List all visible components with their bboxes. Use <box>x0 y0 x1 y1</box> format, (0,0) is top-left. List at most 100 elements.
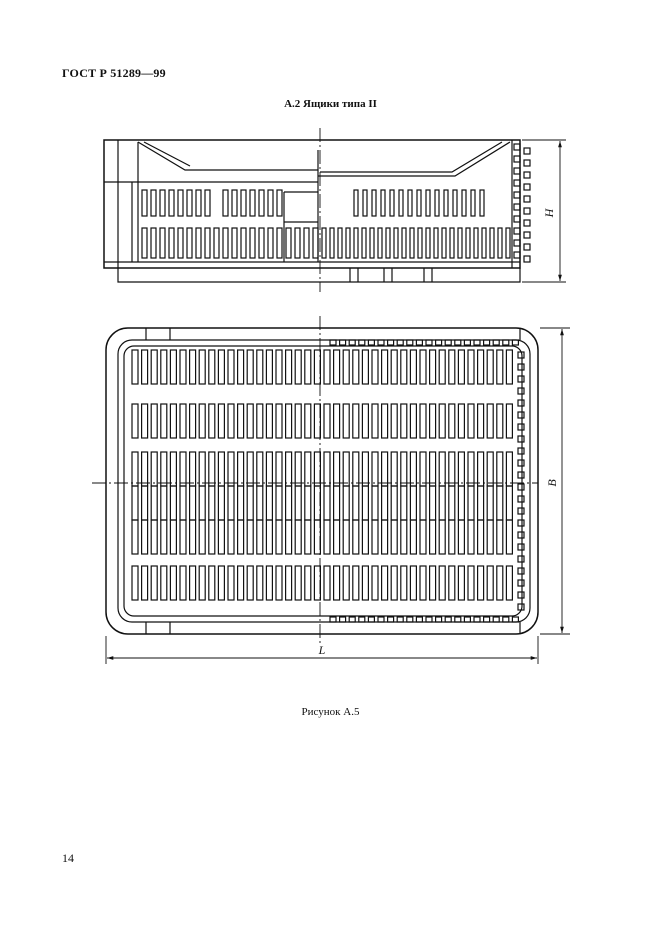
side-slot <box>443 189 449 217</box>
rim-rib <box>367 616 375 623</box>
rim-rib <box>473 339 481 346</box>
floor-slot <box>237 519 245 555</box>
floor-slot <box>496 485 504 521</box>
rim-rib <box>406 616 414 623</box>
floor-slot <box>160 565 168 601</box>
side-slot <box>249 189 256 217</box>
rim-rib <box>339 339 347 346</box>
floor-slot <box>486 519 494 555</box>
floor-slot <box>457 349 465 385</box>
side-slot <box>434 189 440 217</box>
rim-rib <box>517 591 525 599</box>
width-dimension <box>540 327 570 635</box>
floor-slot <box>131 485 139 521</box>
floor-slot <box>198 451 206 487</box>
side-slot <box>371 189 377 217</box>
floor-slot <box>304 565 312 601</box>
rim-rib <box>454 339 462 346</box>
floor-slot <box>141 565 149 601</box>
floor-slot <box>496 565 504 601</box>
side-slot <box>425 189 431 217</box>
floor-slot <box>304 519 312 555</box>
side-slot <box>222 189 229 217</box>
floor-slot <box>275 349 283 385</box>
rim-rib <box>517 423 525 431</box>
rim-rib <box>517 399 525 407</box>
side-slot <box>204 189 211 217</box>
floor-slot <box>496 519 504 555</box>
side-slot <box>195 189 202 217</box>
rim-rib <box>517 351 525 359</box>
rim-rib <box>517 435 525 443</box>
floor-slot <box>256 565 264 601</box>
side-slot <box>240 189 247 217</box>
side-slot <box>461 189 467 217</box>
floor-slot <box>371 403 379 439</box>
side-slot <box>222 227 229 259</box>
floor-slot <box>361 565 369 601</box>
side-slot <box>393 227 399 259</box>
floor-slot <box>333 485 341 521</box>
floor-slot <box>285 565 293 601</box>
floor-slot <box>361 349 369 385</box>
floor-slot <box>400 565 408 601</box>
floor-slot <box>361 519 369 555</box>
rim-rib <box>523 195 531 203</box>
floor-slot <box>275 403 283 439</box>
side-slot <box>505 227 511 259</box>
rim-rib <box>396 339 404 346</box>
floor-slot <box>419 519 427 555</box>
floor-slot <box>457 451 465 487</box>
rim-rib <box>517 555 525 563</box>
floor-slot <box>237 349 245 385</box>
floor-slot <box>429 403 437 439</box>
rim-rib <box>502 616 510 623</box>
floor-slot <box>256 451 264 487</box>
side-slot <box>249 227 256 259</box>
side-slot <box>285 227 292 259</box>
rim-rib <box>523 231 531 239</box>
floor-slot <box>467 349 475 385</box>
floor-slot <box>294 485 302 521</box>
floor-slot <box>227 349 235 385</box>
floor-slot <box>409 519 417 555</box>
rim-rib <box>377 339 385 346</box>
floor-slot <box>256 403 264 439</box>
figure-caption: Рисунок А.5 <box>301 706 360 718</box>
floor-slot <box>160 519 168 555</box>
side-slot <box>204 227 211 259</box>
side-slot <box>258 189 265 217</box>
side-slot <box>141 189 148 217</box>
rim-rib <box>513 215 521 223</box>
side-slot <box>385 227 391 259</box>
floor-slot <box>505 349 513 385</box>
side-slot <box>398 189 404 217</box>
side-slot <box>168 227 175 259</box>
side-slot <box>177 227 184 259</box>
side-slot <box>473 227 479 259</box>
floor-slot <box>333 451 341 487</box>
side-slot <box>457 227 463 259</box>
floor-slot <box>304 349 312 385</box>
floor-slot <box>313 485 321 521</box>
floor-slot <box>486 565 494 601</box>
side-view <box>103 139 531 283</box>
rim-rib <box>517 519 525 527</box>
side-slot <box>159 227 166 259</box>
floor-slot <box>409 451 417 487</box>
floor-slot <box>390 349 398 385</box>
floor-slot <box>141 349 149 385</box>
floor-slot <box>371 451 379 487</box>
floor-slot <box>160 403 168 439</box>
floor-slot <box>198 403 206 439</box>
floor-slot <box>371 565 379 601</box>
side-slot <box>369 227 375 259</box>
floor-slot <box>467 519 475 555</box>
floor-slot <box>381 451 389 487</box>
side-slot <box>353 227 359 259</box>
floor-slot <box>294 451 302 487</box>
side-slot <box>353 189 359 217</box>
floor-slot <box>313 349 321 385</box>
floor-slot <box>323 349 331 385</box>
floor-slot <box>409 485 417 521</box>
